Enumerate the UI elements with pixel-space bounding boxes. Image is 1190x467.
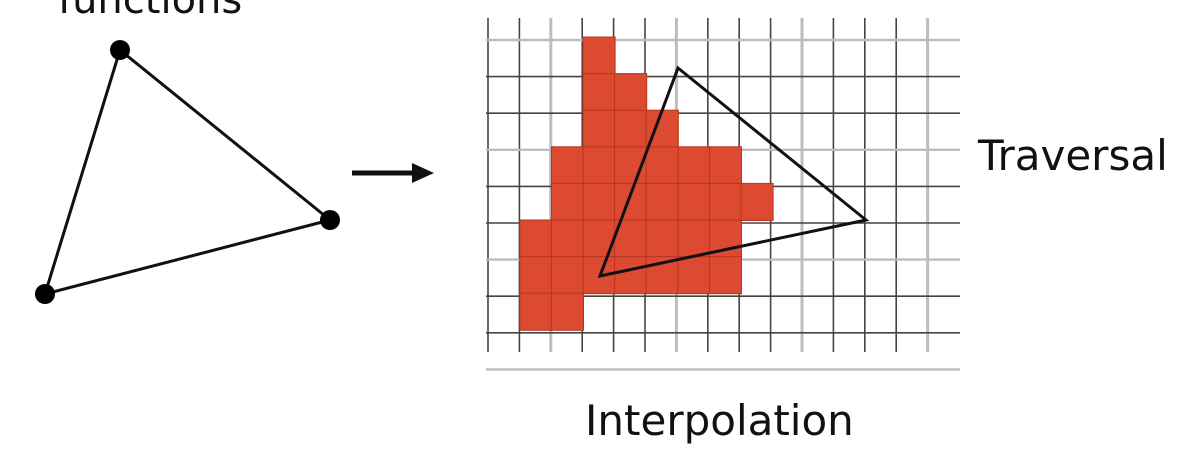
traversal-label: Traversal	[978, 131, 1168, 180]
input-triangle	[35, 40, 340, 304]
covered-fragment	[582, 146, 616, 185]
covered-fragment	[740, 182, 774, 221]
covered-fragment	[614, 73, 648, 112]
covered-fragment	[614, 182, 648, 221]
covered-fragment	[708, 146, 743, 185]
covered-fragments	[519, 36, 774, 331]
covered-fragment	[519, 256, 553, 295]
right-arrow-icon	[352, 163, 434, 183]
vertex-top	[110, 40, 130, 60]
covered-fragment	[582, 73, 616, 112]
covered-fragment	[614, 109, 648, 148]
covered-fragment	[550, 146, 585, 185]
interpolation-label: Interpolation	[585, 396, 854, 445]
covered-fragment	[677, 146, 711, 185]
covered-fragment	[645, 146, 679, 185]
rasterized-triangle	[597, 65, 870, 279]
covered-fragment	[582, 109, 616, 148]
covered-fragment	[677, 256, 711, 295]
covered-fragment	[550, 219, 585, 258]
triangle-outline	[42, 47, 334, 297]
covered-fragment	[677, 182, 711, 221]
covered-fragment	[708, 182, 743, 221]
covered-fragment	[550, 182, 585, 221]
covered-fragment	[519, 219, 553, 258]
rasterized-triangle-outline	[597, 65, 870, 279]
vertex-bottom	[35, 284, 55, 304]
covered-fragment	[708, 256, 743, 295]
covered-fragment	[582, 182, 616, 221]
covered-fragment	[645, 182, 679, 221]
covered-fragment	[582, 36, 616, 75]
covered-fragment	[550, 256, 585, 295]
covered-fragment	[677, 219, 711, 258]
covered-fragment	[645, 256, 679, 295]
covered-fragment	[519, 292, 553, 331]
vertex-right	[320, 210, 340, 230]
covered-fragment	[614, 256, 648, 295]
covered-fragment	[645, 219, 679, 258]
functions-label: functions	[58, 0, 243, 23]
covered-fragment	[550, 292, 585, 331]
